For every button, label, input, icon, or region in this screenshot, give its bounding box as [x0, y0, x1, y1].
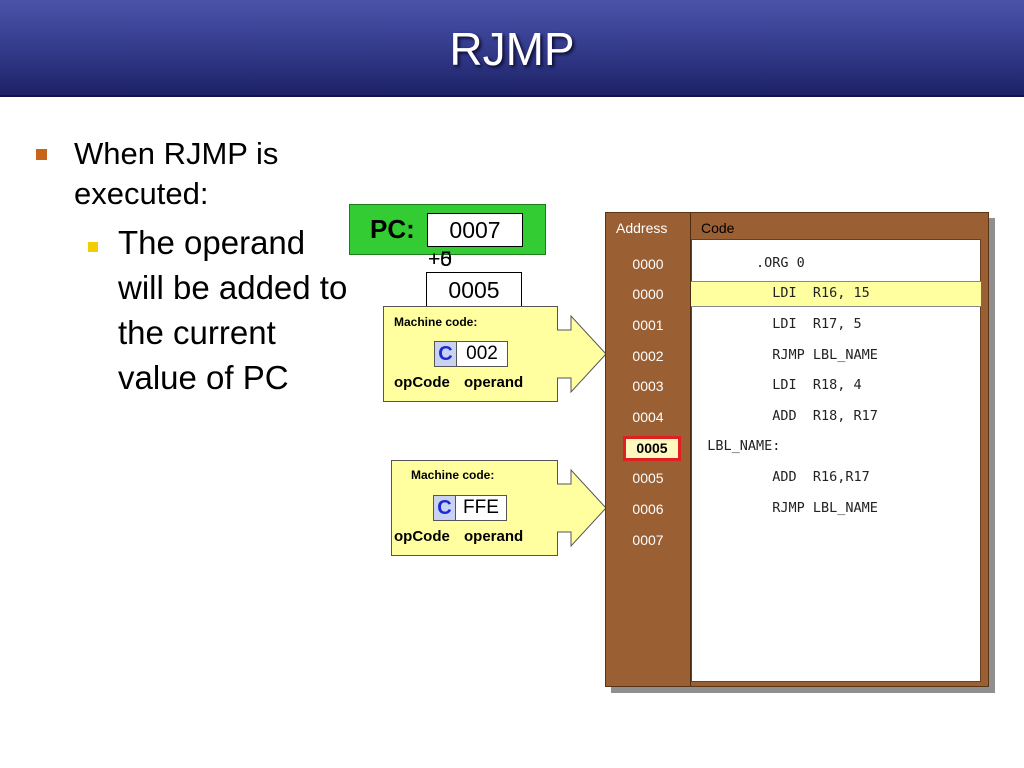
- code-row: LBL_NAME:: [691, 434, 981, 460]
- pc-value: 0007: [427, 213, 523, 247]
- address-cell: 0002: [632, 348, 664, 364]
- code-row: ADD R18, R17: [691, 404, 981, 430]
- machine-code-callout: Machine code: C FFE opCode operand: [391, 460, 607, 556]
- address-cell: 0003: [632, 378, 664, 394]
- code-row: LDI R17, 5: [691, 312, 981, 338]
- title-bar: RJMP: [0, 0, 1024, 97]
- machine-code-labels: opCode operand: [394, 374, 523, 391]
- code-area: [691, 239, 981, 682]
- address-column-header: Address: [616, 220, 668, 236]
- opcode-label: opCode: [394, 374, 450, 391]
- bullet-square-icon: [88, 242, 98, 252]
- address-cell: 0000: [632, 256, 664, 272]
- slide-title: RJMP: [449, 23, 575, 75]
- opcode-cell: C: [435, 342, 457, 366]
- bullet-text: The operand will be added to the current…: [118, 224, 348, 396]
- operand-label: operand: [464, 528, 524, 545]
- code-line: LBL_NAME:: [691, 438, 781, 454]
- machine-code-value: C 002: [434, 341, 508, 367]
- opcode-label: opCode: [394, 528, 450, 545]
- code-column-header: Code: [701, 220, 735, 236]
- machine-code-callout: Machine code: C 002 opCode operand: [383, 306, 607, 402]
- address-cell: 0006: [632, 501, 664, 517]
- code-line: ADD R18, R17: [691, 408, 878, 424]
- code-line: .ORG 0: [691, 255, 805, 271]
- machine-code-value: C FFE: [433, 495, 507, 521]
- address-cell: 0007: [632, 532, 664, 548]
- code-line: RJMP LBL_NAME: [691, 500, 878, 516]
- operand-cell: 002: [457, 342, 507, 366]
- code-line: ADD R16,R17: [691, 469, 870, 485]
- operand-label: operand: [464, 374, 524, 391]
- address-cell: 0004: [632, 409, 664, 425]
- pc-label: PC:: [370, 214, 415, 244]
- machine-code-title: Machine code:: [411, 468, 495, 482]
- pc-increment-text: +0: [428, 248, 452, 271]
- bullet-square-icon: [36, 149, 47, 160]
- code-row: RJMP LBL_NAME: [691, 496, 981, 522]
- code-row-current: LDI R16, 15: [691, 281, 981, 307]
- operand-cell: FFE: [456, 496, 506, 520]
- code-line: LDI R18, 4: [691, 377, 862, 393]
- column-divider: [690, 213, 691, 686]
- code-row: ADD R16,R17: [691, 465, 981, 491]
- machine-code-title: Machine code:: [394, 315, 478, 329]
- address-cell: 0000: [632, 286, 664, 302]
- code-row: LDI R18, 4: [691, 373, 981, 399]
- code-row: .ORG 0: [691, 251, 981, 277]
- machine-code-labels: opCode operand: [394, 528, 523, 545]
- pc-offset-box: 0005: [426, 272, 522, 308]
- code-line: LDI R17, 5: [691, 316, 862, 332]
- pc-increment-overlay: +5: [428, 248, 452, 271]
- code-line: RJMP LBL_NAME: [691, 347, 878, 363]
- bullet-text: When RJMP is executed:: [74, 136, 279, 211]
- program-counter-box: PC: 0007: [349, 204, 546, 255]
- current-address-cell: 0005: [623, 436, 681, 461]
- address-cell: 0001: [632, 317, 664, 333]
- code-row: [691, 527, 981, 553]
- opcode-cell: C: [434, 496, 456, 520]
- code-row: RJMP LBL_NAME: [691, 343, 981, 369]
- code-line: LDI R16, 15: [691, 285, 870, 301]
- address-cell: 0005: [632, 470, 664, 486]
